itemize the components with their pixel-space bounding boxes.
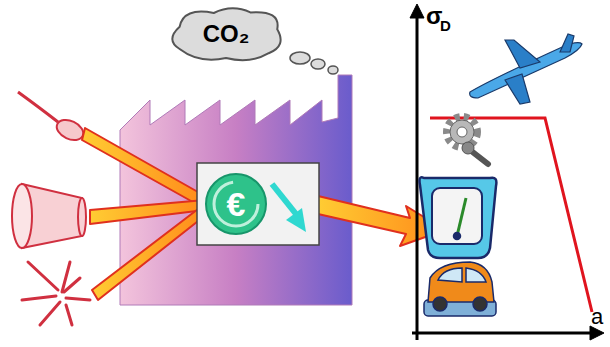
- smoke-puffs: [290, 52, 338, 74]
- cup: [12, 184, 86, 248]
- decrease-arrow: [272, 184, 296, 214]
- spoon: [18, 92, 86, 144]
- axis-label-a: a: [591, 306, 603, 328]
- car-icon: [424, 262, 496, 316]
- axis-label-subscript: D: [440, 18, 451, 33]
- money-circle: [206, 174, 266, 234]
- factory: [120, 75, 352, 305]
- axis-label-sigma: σ: [426, 4, 442, 28]
- gear-wrench-icon: [447, 117, 488, 164]
- airplane-icon: [470, 34, 582, 104]
- currency-symbol: €: [206, 174, 266, 234]
- decrease-arrowhead: [286, 208, 306, 232]
- graph-axes: [410, 4, 604, 340]
- cloud-outline: [172, 8, 280, 60]
- clock-icon: [420, 177, 497, 258]
- box-outline: [197, 163, 319, 245]
- co2-cloud: CO₂: [165, 4, 287, 64]
- cloud-text: CO₂: [203, 20, 250, 48]
- broken-pieces: [22, 262, 90, 325]
- flow-arrows: [82, 128, 445, 300]
- cost-box: €: [196, 162, 320, 246]
- box-shape: [196, 162, 320, 246]
